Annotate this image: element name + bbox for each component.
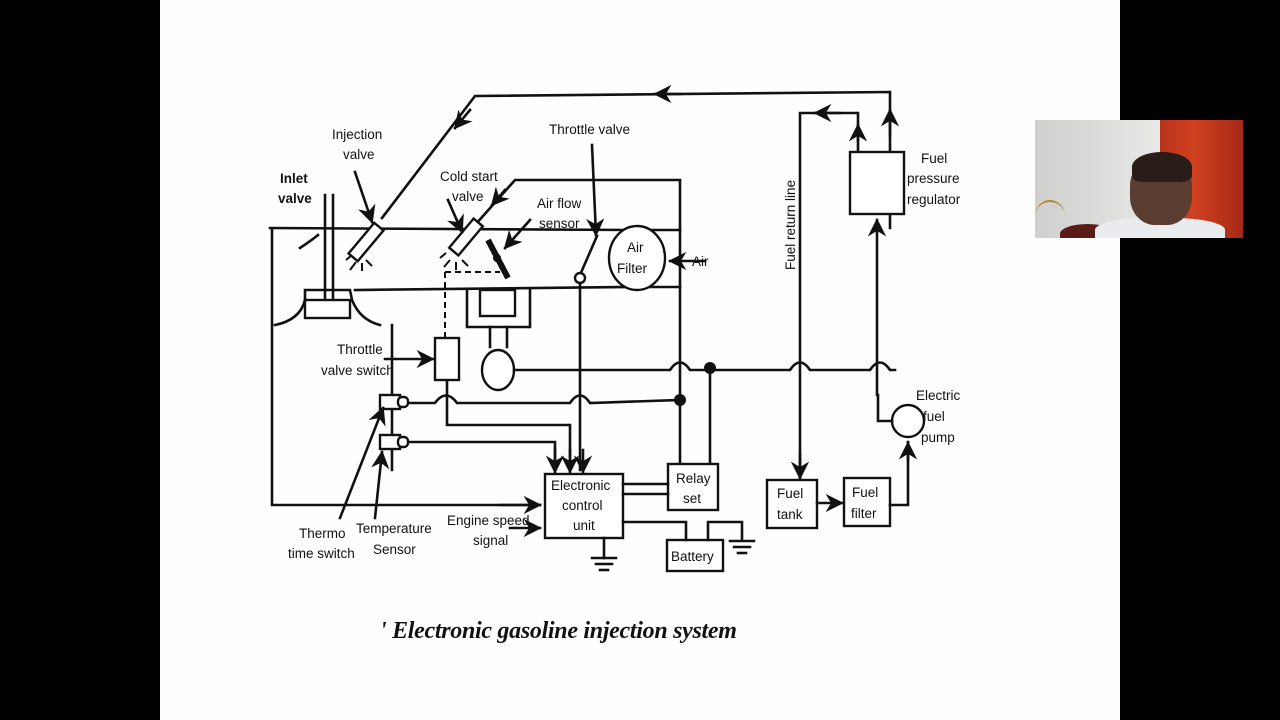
battery — [665, 538, 725, 573]
label-inlet-valve: Inlet — [280, 171, 308, 186]
label-electric-fuel-pump-3: pump — [921, 430, 955, 445]
label-throttle-valve: Throttle valve — [549, 122, 630, 137]
label-air-flow-sensor: Air flow — [537, 196, 582, 211]
presenter-hair — [1132, 152, 1192, 182]
label-ecu-2: control — [562, 498, 603, 513]
label-relay-set: Relay — [676, 471, 711, 486]
label-injection-valve: Injection — [332, 127, 382, 142]
fuel-filter — [842, 476, 892, 528]
label-throttle-valve-switch: Throttle — [337, 342, 383, 357]
label-air-filter: Air — [627, 240, 644, 255]
throttle-valve — [573, 143, 605, 472]
label-engine-speed-signal-2: signal — [473, 533, 508, 548]
label-temperature-sensor: Temperature — [356, 521, 432, 536]
label-thermo-time-switch: Thermo — [299, 526, 346, 541]
thermo-time-switch — [338, 393, 410, 520]
label-fuel-filter-2: filter — [851, 506, 877, 521]
air-flow-sensor — [465, 218, 532, 392]
label-ecu-3: unit — [573, 518, 595, 533]
label-cold-start-valve: Cold start — [440, 169, 498, 184]
label-throttle-valve-switch-2: valve switch — [321, 363, 394, 378]
injection-valve — [345, 170, 386, 271]
relay-set — [666, 462, 720, 512]
label-fuel-pressure-regulator-3: regulator — [907, 192, 961, 207]
label-fuel-tank-2: tank — [777, 507, 803, 522]
label-fuel-pressure-regulator: Fuel — [921, 151, 947, 166]
label-fuel-return-line: Fuel return line — [783, 180, 798, 270]
label-inlet-valve-2: valve — [278, 191, 312, 206]
label-battery: Battery — [671, 549, 714, 564]
label-fuel-pressure-regulator-2: pressure — [907, 171, 960, 186]
slide — [160, 0, 1120, 720]
label-air-filter-2: Filter — [617, 261, 648, 276]
label-electric-fuel-pump-2: fuel — [923, 409, 945, 424]
label-fuel-filter: Fuel — [852, 485, 878, 500]
throttle-valve-switch — [433, 336, 461, 382]
presenter-webcam — [1035, 120, 1243, 238]
presenter-shirt — [1095, 218, 1225, 238]
label-thermo-time-switch-2: time switch — [288, 546, 355, 561]
label-fuel-tank: Fuel — [777, 486, 803, 501]
label-electric-fuel-pump: Electric — [916, 388, 961, 403]
label-temperature-sensor-2: Sensor — [373, 542, 416, 557]
label-ecu: Electronic — [551, 478, 611, 493]
fuel-return-line — [790, 103, 868, 482]
electronic-control-unit — [543, 472, 625, 540]
temperature-sensor — [371, 433, 410, 520]
label-engine-speed-signal: Engine speed — [447, 513, 530, 528]
label-air: Air — [692, 254, 709, 269]
webcam-cable — [1035, 200, 1065, 232]
fuel-pressure-regulator — [848, 150, 906, 216]
electric-fuel-pump — [890, 403, 926, 439]
air-filter — [607, 224, 667, 292]
label-relay-set-2: set — [683, 491, 701, 506]
fuel-tank — [765, 478, 819, 530]
label-air-flow-sensor-2: sensor — [539, 216, 580, 231]
label-injection-valve-2: valve — [343, 147, 375, 162]
diagram-caption: ' Electronic gasoline injection system — [380, 618, 737, 644]
cold-start-valve — [439, 198, 500, 340]
label-cold-start-valve-2: valve — [452, 189, 484, 204]
